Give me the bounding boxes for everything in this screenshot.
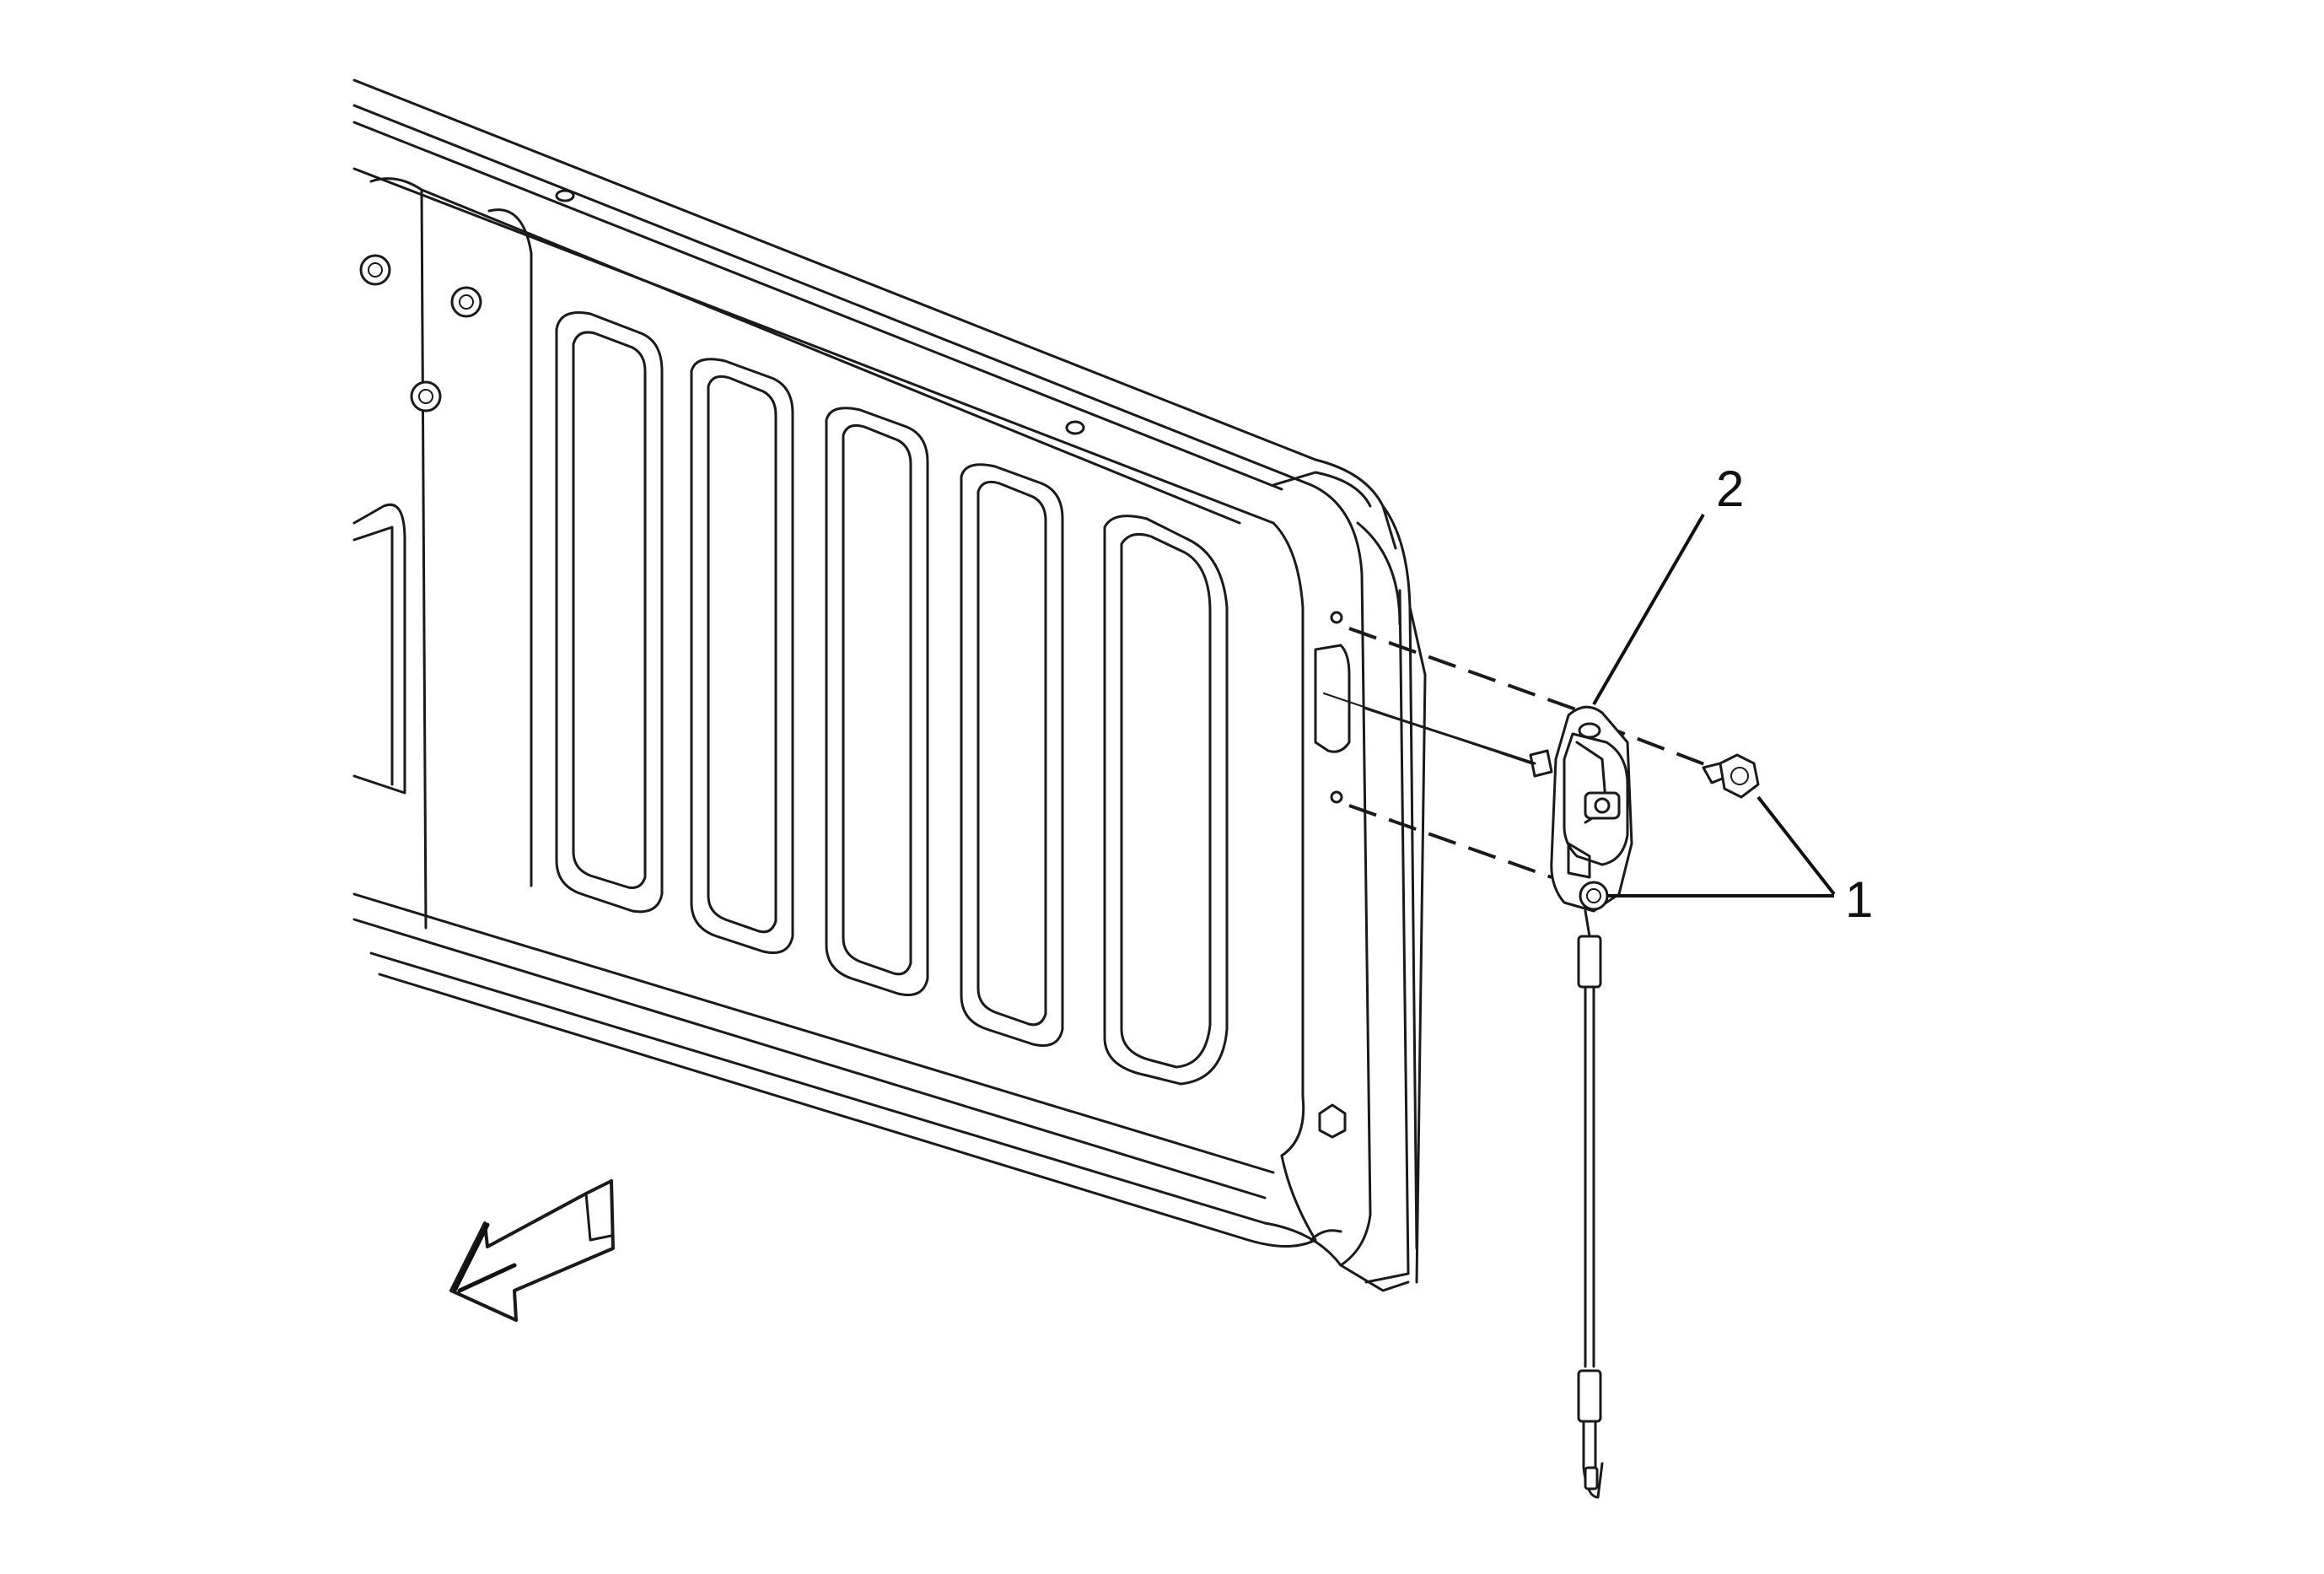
- tailgate-latch: [1364, 705, 1633, 913]
- rib: [1103, 515, 1229, 1086]
- front-direction-arrow-icon: [449, 1179, 615, 1322]
- latch-cable: [1577, 909, 1604, 1499]
- rib: [960, 463, 1064, 1047]
- callout-label-1: 1: [1845, 871, 1873, 928]
- panel-nut: [410, 380, 442, 412]
- latch-bolt: [1702, 753, 1760, 799]
- callout-label-2: 2: [1716, 461, 1744, 517]
- panel-nut: [359, 254, 391, 286]
- leader-lines: [1592, 513, 1836, 898]
- rib: [555, 311, 664, 914]
- alignment-lines: [1323, 627, 1725, 879]
- panel-nut: [450, 286, 482, 318]
- rib: [825, 407, 929, 996]
- rib: [690, 358, 794, 954]
- tailgate-ribs: [555, 311, 1229, 1086]
- tailgate-panel: [352, 78, 1427, 1292]
